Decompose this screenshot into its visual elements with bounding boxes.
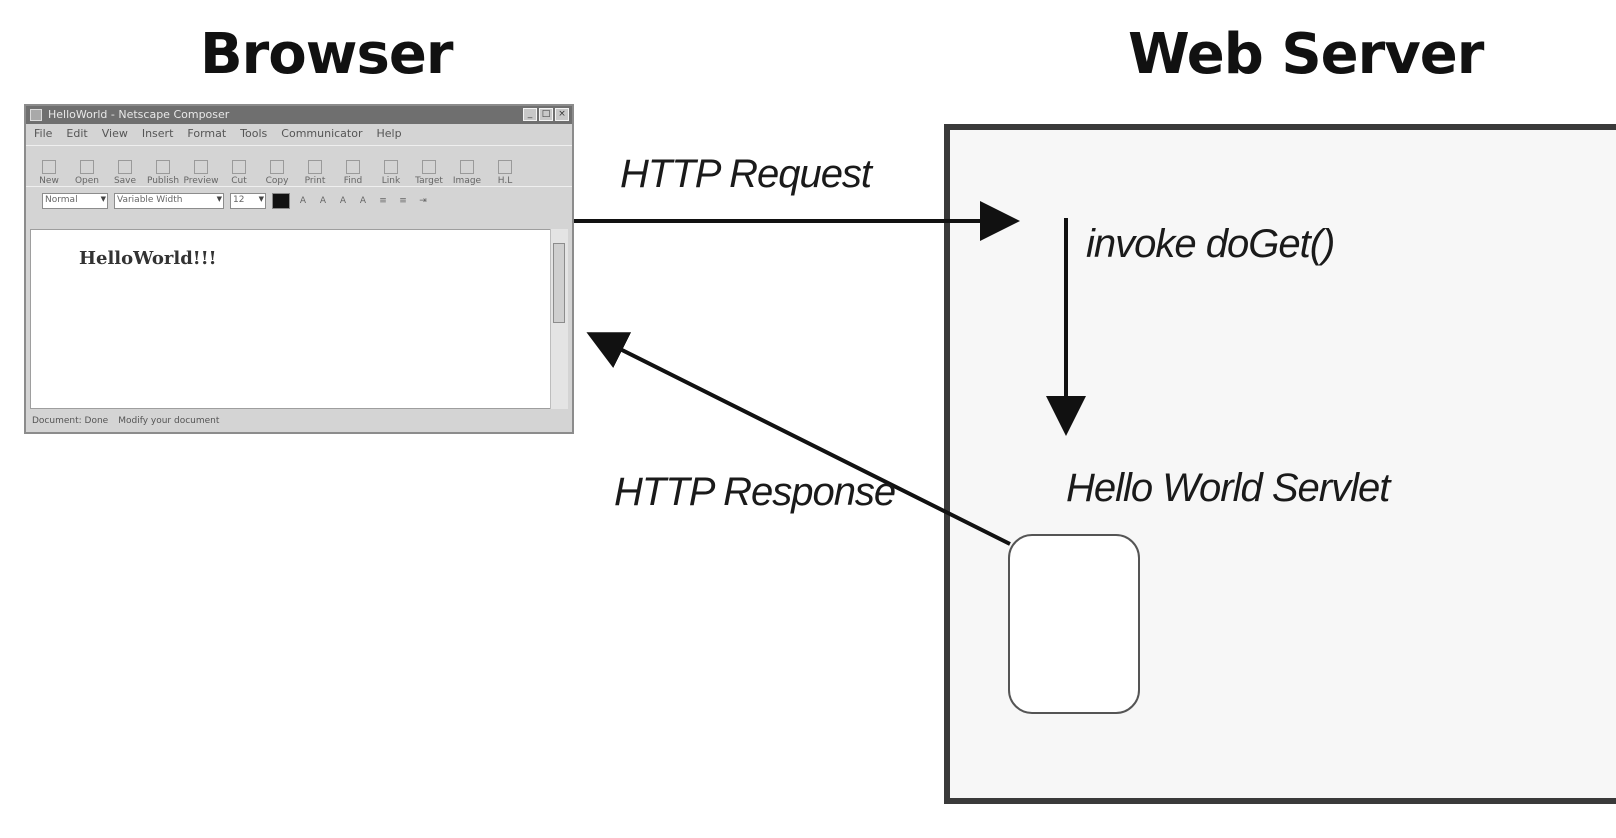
- scroll-thumb: [553, 243, 565, 323]
- browser-toolbar: New Open Save Publish Preview Cut Copy P…: [26, 145, 572, 186]
- tool-image: Image: [450, 160, 484, 186]
- page-content-area: HelloWorld!!!: [30, 229, 552, 409]
- open-icon: [80, 160, 94, 174]
- copy-icon: [270, 160, 284, 174]
- size-select: 12: [230, 193, 266, 209]
- browser-window-title: HelloWorld - Netscape Composer: [48, 108, 230, 121]
- tool-publish: Publish: [146, 160, 180, 186]
- image-icon: [460, 160, 474, 174]
- menu-help: Help: [376, 127, 402, 140]
- browser-formatbar: Normal Variable Width 12 A A A A ≡ ≡ ⇥: [26, 186, 572, 215]
- http-response-arrow: [586, 332, 1011, 546]
- menu-edit: Edit: [66, 127, 88, 140]
- link-icon: [384, 160, 398, 174]
- tool-print: Print: [298, 160, 332, 186]
- bullet-list-icon: ≡: [379, 196, 387, 206]
- http-request-label: HTTP Request: [620, 152, 872, 196]
- menu-file: File: [34, 127, 53, 140]
- menu-tools: Tools: [240, 127, 268, 140]
- servlet-label: Hello World Servlet: [1066, 466, 1390, 510]
- target-icon: [422, 160, 436, 174]
- text-color-icon: [272, 193, 290, 209]
- save-icon: [118, 160, 132, 174]
- tool-save: Save: [108, 160, 142, 186]
- new-icon: [42, 160, 56, 174]
- hello-world-servlet-box: [1008, 534, 1140, 714]
- menu-insert: Insert: [141, 127, 174, 140]
- style-select: Normal: [42, 193, 108, 209]
- app-icon: [30, 109, 42, 121]
- underline-icon: A: [339, 196, 347, 206]
- numbered-list-icon: ≡: [399, 196, 407, 206]
- tool-hline: H.L: [488, 160, 522, 186]
- tool-find: Find: [336, 160, 370, 186]
- browser-window: HelloWorld - Netscape Composer _ □ × Fil…: [24, 104, 574, 434]
- cut-icon: [232, 160, 246, 174]
- publish-icon: [156, 160, 170, 174]
- indent-icon: ⇥: [419, 196, 427, 206]
- tool-target: Target: [412, 160, 446, 186]
- minimize-icon: _: [523, 108, 537, 121]
- status-right: Modify your document: [118, 416, 220, 426]
- italic-icon: A: [319, 196, 327, 206]
- bold-icon: A: [299, 196, 307, 206]
- print-icon: [308, 160, 322, 174]
- menu-format: Format: [187, 127, 227, 140]
- status-left: Document: Done: [32, 416, 109, 426]
- page-text: HelloWorld!!!: [79, 248, 217, 269]
- vertical-scrollbar: [550, 229, 568, 409]
- tool-cut: Cut: [222, 160, 256, 186]
- tool-link: Link: [374, 160, 408, 186]
- close-icon: ×: [555, 108, 569, 121]
- http-response-label: HTTP Response: [614, 470, 896, 514]
- horizontal-line-icon: [498, 160, 512, 174]
- tool-preview: Preview: [183, 160, 219, 186]
- tool-copy: Copy: [260, 160, 294, 186]
- web-server-title: Web Server: [1128, 22, 1484, 87]
- browser-title: Browser: [200, 22, 453, 87]
- maximize-icon: □: [539, 108, 553, 121]
- window-controls: _ □ ×: [523, 108, 569, 121]
- find-icon: [346, 160, 360, 174]
- clear-style-icon: A: [359, 196, 367, 206]
- invoke-doget-label: invoke doGet(): [1086, 222, 1335, 266]
- browser-menubar: File Edit View Insert Format Tools Commu…: [26, 124, 572, 145]
- browser-statusbar: Document: Done Modify your document: [28, 412, 570, 430]
- font-select: Variable Width: [114, 193, 224, 209]
- menu-communicator: Communicator: [281, 127, 363, 140]
- tool-open: Open: [70, 160, 104, 186]
- tool-new: New: [32, 160, 66, 186]
- preview-icon: [194, 160, 208, 174]
- browser-titlebar: HelloWorld - Netscape Composer _ □ ×: [26, 106, 572, 124]
- menu-view: View: [101, 127, 128, 140]
